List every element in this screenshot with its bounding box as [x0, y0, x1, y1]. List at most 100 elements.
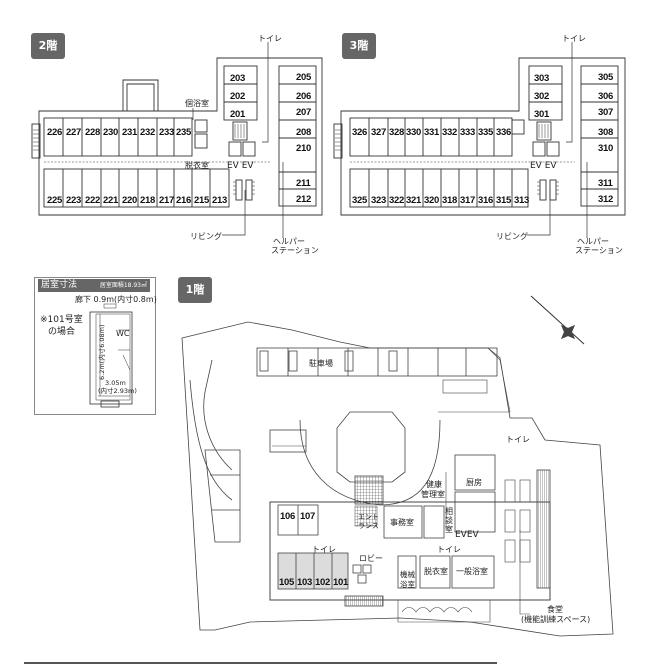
room-311: 311 [598, 178, 613, 189]
room-231: 231 [122, 127, 138, 138]
entrance-label-2: ランス [358, 522, 379, 530]
floor-2-badge: 2階 [31, 33, 65, 59]
room-233: 233 [159, 127, 174, 138]
terrace [536, 469, 551, 589]
f2-ev-label: EV EV [227, 161, 254, 171]
room-221: 221 [103, 195, 119, 206]
dressing-room-label: 脱衣室 [424, 566, 448, 576]
room-332: 332 [442, 127, 457, 138]
corridor-width: 廊下 0.9m(内寸0.8m) [75, 294, 157, 304]
dining-label-2: (機能訓練スペース) [521, 614, 590, 624]
floor-2-top-room-block [43, 117, 193, 157]
room-232: 232 [140, 127, 155, 138]
consult-label-3: 室 [445, 524, 453, 534]
office-label: 事務室 [390, 517, 414, 527]
room-dimension-header: 居室寸法 居室面積18.93㎡ [38, 279, 150, 292]
room-width-2: (内寸2.93m) [98, 386, 137, 395]
f2-living-label: リビング [190, 231, 222, 241]
room-dimension-texts: 廊下 0.9m(内寸0.8m) ※101号室 の場合 WC 6.2m(内寸6.0… [40, 294, 157, 395]
room-322: 322 [389, 195, 404, 206]
f1-ev-label: EVEV [455, 530, 480, 540]
footer-divider [24, 662, 497, 664]
room-width-1: 3.05m [105, 379, 126, 387]
room-235: 235 [176, 127, 192, 138]
parking-area [256, 347, 498, 377]
room-316: 316 [478, 195, 493, 206]
room-307: 307 [598, 107, 613, 118]
dining-label-1: 食堂 [547, 604, 563, 614]
floor-1-room-numbers: 106 107 105 103 102 101 [279, 511, 349, 588]
f2-private-bath-label: 個浴室 [185, 98, 209, 108]
health-mgmt-label-2: 管理室 [421, 489, 445, 499]
f3-toilet-label: トイレ [562, 34, 586, 43]
room-313: 313 [514, 195, 529, 206]
room-315: 315 [496, 195, 512, 206]
room-107: 107 [300, 511, 315, 522]
floor-3-outline [340, 57, 626, 216]
room-302: 302 [534, 91, 549, 102]
room-327: 327 [371, 127, 386, 138]
floor-2-wing-left [223, 65, 258, 121]
floor-3-labels: トイレ EV EV リビング ヘルパー ステーション [496, 34, 623, 255]
room-207: 207 [296, 107, 311, 118]
floor-3-bottom-room-block [349, 168, 529, 208]
room-220: 220 [122, 195, 137, 206]
room-305: 305 [598, 72, 614, 83]
room-308: 308 [598, 127, 613, 138]
kitchen-label: 厨房 [466, 477, 482, 487]
room-222: 222 [85, 195, 100, 206]
room-223: 223 [66, 195, 81, 206]
room-203: 203 [230, 73, 245, 84]
site-outline [181, 321, 614, 637]
room-301: 301 [534, 109, 550, 120]
north-arrow-icon [530, 295, 585, 345]
room-306: 306 [598, 91, 613, 102]
floor-3-top-room-block [349, 117, 513, 157]
courtyard [336, 411, 406, 483]
f3-helper-station-label-1: ヘルパー [577, 237, 609, 246]
room-208: 208 [296, 127, 311, 138]
room-216: 216 [176, 195, 191, 206]
room-106: 106 [280, 511, 295, 522]
room-326: 326 [352, 127, 367, 138]
floor-3-plan [333, 42, 626, 238]
f3-living-label: リビング [496, 231, 528, 241]
garden [397, 599, 491, 623]
consult-label-2: 談 [445, 515, 453, 525]
room-205: 205 [296, 72, 312, 83]
f3-helper-station-label-2: ステーション [575, 246, 623, 255]
f2-dressing-room-label: 脱衣室 [185, 160, 209, 170]
room-210: 210 [296, 143, 311, 154]
floor-2-bridge [122, 79, 159, 111]
room-310: 310 [598, 143, 613, 154]
room-328: 328 [389, 127, 404, 138]
floor-2-side-stair [31, 123, 41, 159]
room-area: 居室面積18.93㎡ [99, 282, 147, 289]
room-218: 218 [140, 195, 155, 206]
floor-2-plan [31, 42, 323, 238]
machine-bath-label-1: 機械 [400, 569, 415, 579]
room-335: 335 [478, 127, 494, 138]
toilet-upper-label: トイレ [506, 435, 530, 444]
room-320: 320 [424, 195, 439, 206]
room-202: 202 [230, 91, 245, 102]
room-215: 215 [194, 195, 210, 206]
room-323: 323 [371, 195, 386, 206]
room-330: 330 [406, 127, 421, 138]
room-318: 318 [442, 195, 457, 206]
floor-3-badge: 3階 [342, 33, 376, 59]
f3-ev-label: EV EV [530, 161, 557, 171]
floor-1-plan [181, 321, 614, 637]
toilet-right-label: トイレ [437, 545, 461, 554]
room-206: 206 [296, 91, 311, 102]
room-103: 103 [297, 577, 312, 588]
toilet-left-label: トイレ [312, 545, 336, 554]
room-325: 325 [352, 195, 368, 206]
floor-1-labels: 駐車場 健康 管理室 厨房 トイレ エント ランス 事務室 相 談 室 EVEV… [309, 358, 590, 624]
room-312: 312 [598, 194, 613, 205]
floor-1-badge: 1階 [178, 277, 212, 303]
room-105: 105 [279, 577, 295, 588]
room-317: 317 [460, 195, 475, 206]
general-bath-label: 一般浴室 [456, 566, 488, 576]
